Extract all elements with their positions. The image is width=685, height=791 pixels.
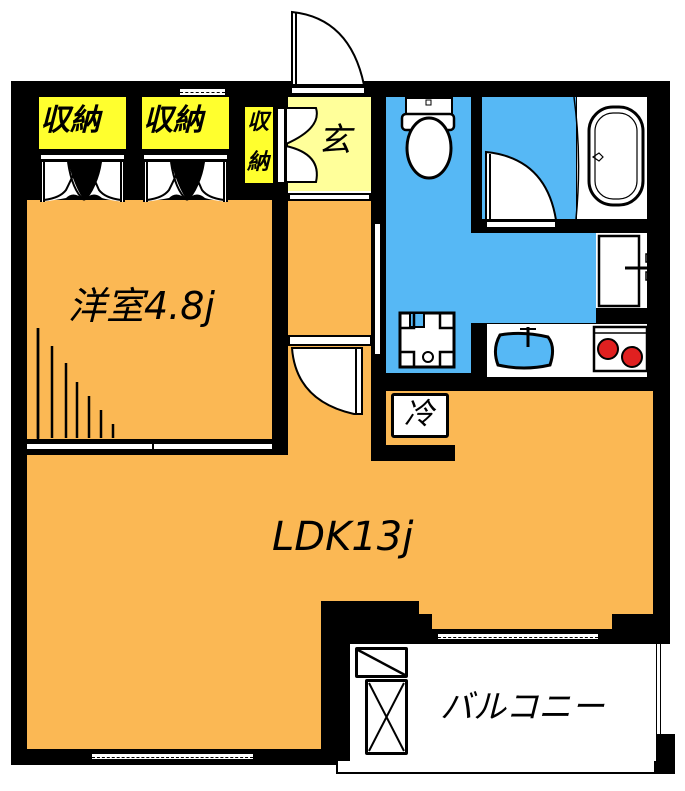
western-room-right-wall <box>272 183 288 453</box>
bath-curve-line <box>573 96 580 220</box>
balcony-right-rail <box>656 644 661 761</box>
entrance-label: 玄 <box>318 120 351 159</box>
water-heater-icon <box>365 679 408 755</box>
western-room-floor <box>27 163 272 440</box>
bathtub-icon <box>587 105 645 207</box>
balcony-corner-post <box>656 734 675 774</box>
storage-2-label: 収納 <box>143 103 203 138</box>
fridge-wall <box>371 373 386 461</box>
entrance-step <box>288 193 371 201</box>
washroom <box>386 233 596 323</box>
fridge-bottom-wall <box>371 445 455 461</box>
washing-machine-pan-icon <box>398 311 456 369</box>
kitchen-sink-icon <box>493 327 555 370</box>
storage-2-folding-door-icon[interactable] <box>141 160 231 205</box>
aircon-unit-icon <box>355 647 408 678</box>
ldk-bottom-window[interactable] <box>92 752 253 761</box>
front-door-icon[interactable] <box>290 10 370 90</box>
storage-1-folding-door-icon[interactable] <box>38 160 128 205</box>
outer-wall-left <box>11 81 27 765</box>
toilet-icon <box>400 97 456 180</box>
balcony-area <box>350 644 653 761</box>
storage-2: 収納 <box>142 97 229 149</box>
ldk-balcony-window[interactable] <box>438 632 598 641</box>
stove-icon <box>592 325 649 373</box>
storage-1-door-track <box>39 153 126 161</box>
balcony-label: バルコニー <box>440 687 605 726</box>
bathroom-door-icon[interactable] <box>484 150 560 221</box>
ldk-label: LDK13j <box>272 514 414 560</box>
hall-door-frame <box>288 335 372 346</box>
balcony-railing <box>336 761 656 774</box>
balcony-right-wall-block <box>612 614 670 644</box>
storage-2-door-track <box>142 153 229 161</box>
refrigerator-label: 冷 <box>404 397 434 432</box>
western-room-label: 洋室4.8j <box>68 284 215 328</box>
storage-3: 収 納 <box>245 107 273 183</box>
storage-vent-window <box>180 87 225 97</box>
storage-3-label-top: 収 <box>247 110 270 135</box>
storage-3-label-bottom: 納 <box>247 150 270 175</box>
storage-3-door-track <box>276 107 286 184</box>
western-room-sliding-door-right[interactable] <box>152 442 272 451</box>
stairs-hatch-icon <box>36 328 115 438</box>
wet-area-sliding-door[interactable] <box>373 224 382 354</box>
western-room-sliding-door-left[interactable] <box>27 442 152 451</box>
front-door-frame <box>290 86 366 95</box>
bathroom-door-frame <box>485 220 557 229</box>
refrigerator: 冷 <box>391 393 449 438</box>
storage-3-door-icon[interactable] <box>285 106 326 186</box>
washbasin-icon <box>597 234 652 308</box>
storage-1-label: 収納 <box>40 103 100 138</box>
hall-door-icon[interactable] <box>290 346 370 426</box>
storage-1: 収納 <box>39 97 126 149</box>
